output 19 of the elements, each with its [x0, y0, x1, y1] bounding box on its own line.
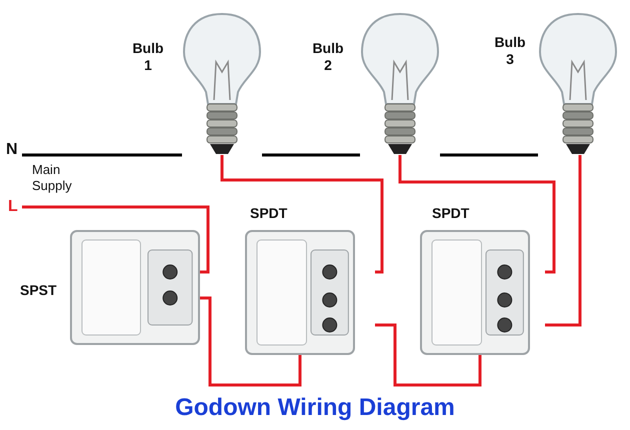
wire [545, 155, 582, 326]
bulb-label: Bulb 3 [493, 34, 527, 68]
switch-label: SPDT [250, 205, 288, 222]
wire [262, 154, 360, 156]
wire [22, 206, 210, 274]
switch-label: SPST [20, 282, 57, 299]
terminal-label: N [6, 141, 18, 158]
bulb-label: Bulb 1 [131, 40, 165, 74]
diagram-caption: Godown Wiring Diagram [174, 394, 456, 422]
wire [200, 296, 302, 386]
wire [22, 154, 182, 156]
switch-label: SPDT [432, 205, 470, 222]
wire [398, 155, 556, 274]
supply-label: Main Supply [32, 162, 73, 194]
wire [375, 324, 482, 386]
bulb-label: Bulb 2 [311, 40, 345, 74]
wire [440, 154, 538, 156]
terminal-label: L [8, 198, 18, 215]
wire [220, 155, 384, 274]
